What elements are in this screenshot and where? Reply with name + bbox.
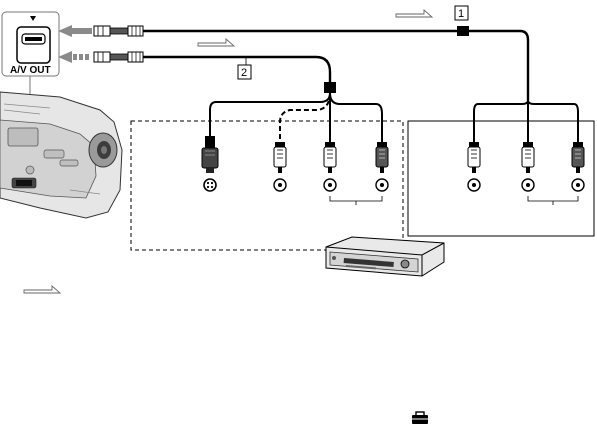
cable-1-number: 1 [458,8,464,20]
tv-audio-right-jack-icon [572,179,584,191]
camcorder [0,92,122,218]
tv-video-plug [468,142,480,173]
direction-arrow-icon [396,10,432,17]
tv-audio-right-plug [572,142,584,173]
vcr-video-plug [274,142,286,173]
cable-2-ferrite [324,82,336,93]
vcr-video-jack-icon [274,179,286,191]
vcr-audio-right-jack-icon [376,179,388,191]
cable-2: 2 [143,39,382,142]
connect-arrow-dashed-icon [58,51,89,63]
s-video-jack-icon [204,179,216,191]
tv-audio-left-jack-icon [522,179,534,191]
vcr-audio-bracket [330,196,382,205]
cable-2-number: 2 [241,67,247,79]
tv-input-panel [408,121,594,236]
tv-video-jack-icon [468,179,480,191]
vcr-audio-left-jack-icon [324,179,336,191]
av-out-label: A/V OUT [10,65,51,76]
vcr-audio-right-plug [376,142,388,173]
tv-audio-bracket [528,196,578,205]
toolbox-icon [412,412,428,424]
vcr-audio-left-plug [324,142,336,173]
cable-1: 1 [143,6,578,148]
tv-audio-left-plug [522,142,534,173]
legend-direction-arrow-icon [24,286,60,293]
cable-2-plug [94,52,143,62]
cable-1-ferrite [457,26,469,36]
connect-arrow-solid-icon [58,25,92,37]
s-video-plug [202,136,218,173]
vcr-input-panel [131,121,403,250]
cable-1-plug [94,26,143,36]
vcr-device [326,237,444,276]
direction-arrow-icon [198,39,234,46]
av-out-port [17,27,50,63]
